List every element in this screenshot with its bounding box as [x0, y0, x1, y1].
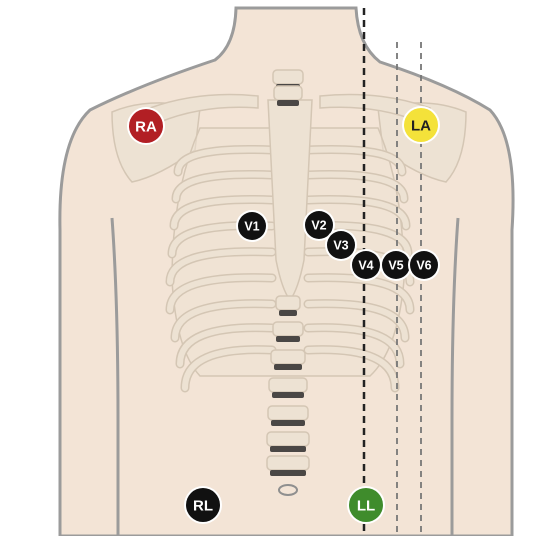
electrode-ll-label: LL: [357, 498, 375, 515]
intervertebral-disc-7: [271, 420, 305, 426]
electrode-la: LA: [402, 106, 440, 144]
electrode-rl: RL: [184, 486, 222, 524]
electrode-v3-label: V3: [333, 239, 348, 253]
intervertebral-disc-8: [270, 446, 306, 452]
vertebra-3: [276, 296, 300, 310]
electrode-v5-label: V5: [388, 259, 403, 273]
vertebra-7: [268, 406, 308, 420]
electrode-rl-label: RL: [193, 498, 213, 515]
intervertebral-disc-5: [274, 364, 302, 370]
electrode-v4-label: V4: [358, 259, 373, 273]
vertebra-2: [274, 86, 302, 100]
vertebra-5: [271, 350, 305, 364]
electrode-v3: V3: [325, 229, 357, 261]
electrode-v1: V1: [236, 210, 268, 242]
vertebra-9: [267, 456, 309, 470]
electrode-v2-label: V2: [311, 219, 326, 233]
electrode-v6-label: V6: [416, 259, 431, 273]
electrode-v4: V4: [350, 249, 382, 281]
vertebra-4: [273, 322, 303, 336]
vertebra-1: [273, 70, 303, 84]
electrode-ra: RA: [127, 107, 165, 145]
vertebra-8: [267, 432, 309, 446]
intervertebral-disc-4: [276, 336, 300, 342]
vertebra-6: [269, 378, 307, 392]
electrode-ll: LL: [347, 486, 385, 524]
electrode-v1-label: V1: [244, 220, 259, 234]
intervertebral-disc-2: [277, 100, 299, 106]
electrode-v6: V6: [408, 249, 440, 281]
intervertebral-disc-9: [270, 470, 306, 476]
electrode-v5: V5: [380, 249, 412, 281]
intervertebral-disc-6: [272, 392, 304, 398]
electrode-ra-label: RA: [135, 119, 157, 136]
intervertebral-disc-3: [279, 310, 297, 316]
electrode-la-label: LA: [411, 118, 431, 135]
